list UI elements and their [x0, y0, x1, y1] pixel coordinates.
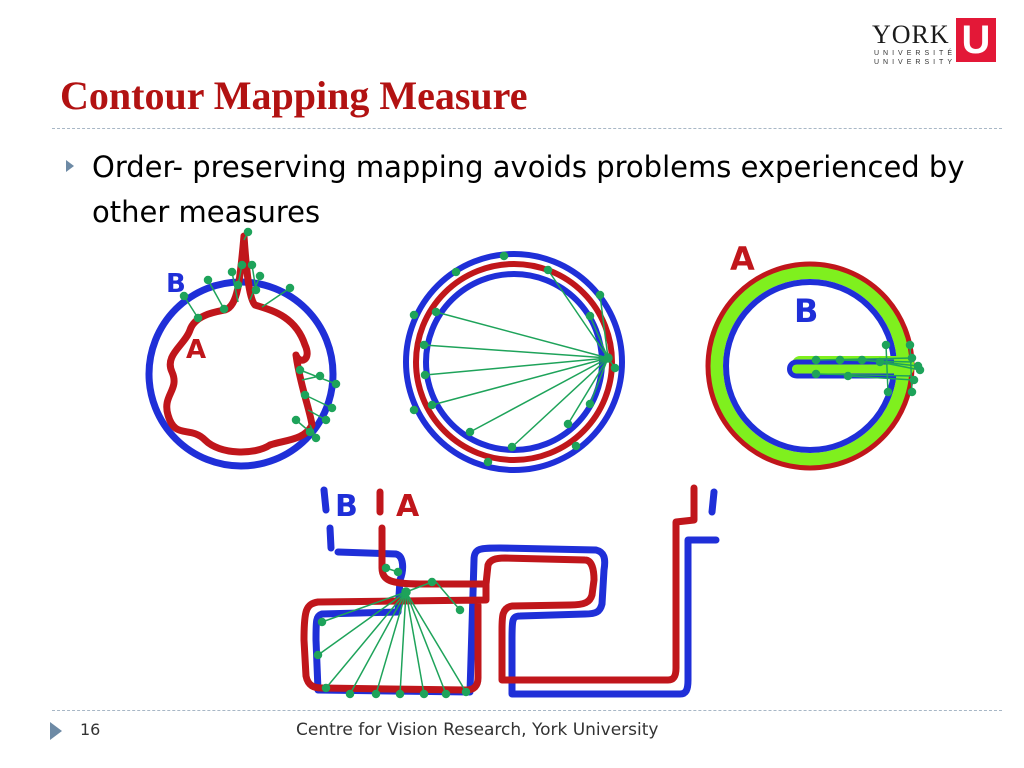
page-number: 16 [80, 720, 101, 739]
panel-1-label-a: A [186, 335, 206, 365]
slide-title: Contour Mapping Measure [60, 73, 528, 118]
panel-3: A B [705, 240, 925, 471]
panel-2-contour-b-inner [423, 271, 605, 453]
panel-4-label-b: B [335, 489, 358, 524]
panel-2-correspondence-lines [409, 251, 620, 467]
panel-4-correspondence-lines [313, 563, 471, 699]
panel-4-contour-b [312, 486, 720, 698]
york-university-logo: YORK UNIVERSITÉ UNIVERSITY U [866, 18, 998, 66]
panel-1-contour-b [145, 278, 337, 470]
logo-line-fr: UNIVERSITÉ [874, 50, 957, 57]
panel-3-label-b: B [794, 292, 818, 330]
logo-line-en: UNIVERSITY [874, 59, 957, 66]
panel-1-label-b: B [166, 269, 186, 299]
panel-3-label-a: A [730, 240, 755, 278]
bullet-arrow-icon [66, 160, 74, 172]
panel-1-correspondence-lines [179, 227, 341, 443]
bullet-text: Order- preserving mapping avoids problem… [92, 150, 965, 229]
title-divider [52, 128, 1002, 129]
panel-1: B A [145, 227, 341, 470]
panel-3-correspondence-lines [811, 340, 925, 397]
footer-arrow-icon [50, 722, 62, 740]
logo-emblem: U [956, 18, 996, 62]
footer-text: Centre for Vision Research, York Univers… [296, 720, 659, 740]
panel-2 [403, 251, 625, 473]
panel-4-contour-a [376, 484, 698, 684]
panel-2-contour-a [413, 261, 615, 463]
panel-4-contour-a-left [300, 580, 490, 694]
panel-4-label-a: A [396, 489, 420, 524]
logo-wordmark: YORK [872, 20, 950, 49]
panel-3-slit-b [787, 359, 894, 379]
footer-divider [52, 710, 1002, 711]
panel-2-contour-b-outer [403, 251, 625, 473]
panel-4: B A [300, 484, 720, 699]
